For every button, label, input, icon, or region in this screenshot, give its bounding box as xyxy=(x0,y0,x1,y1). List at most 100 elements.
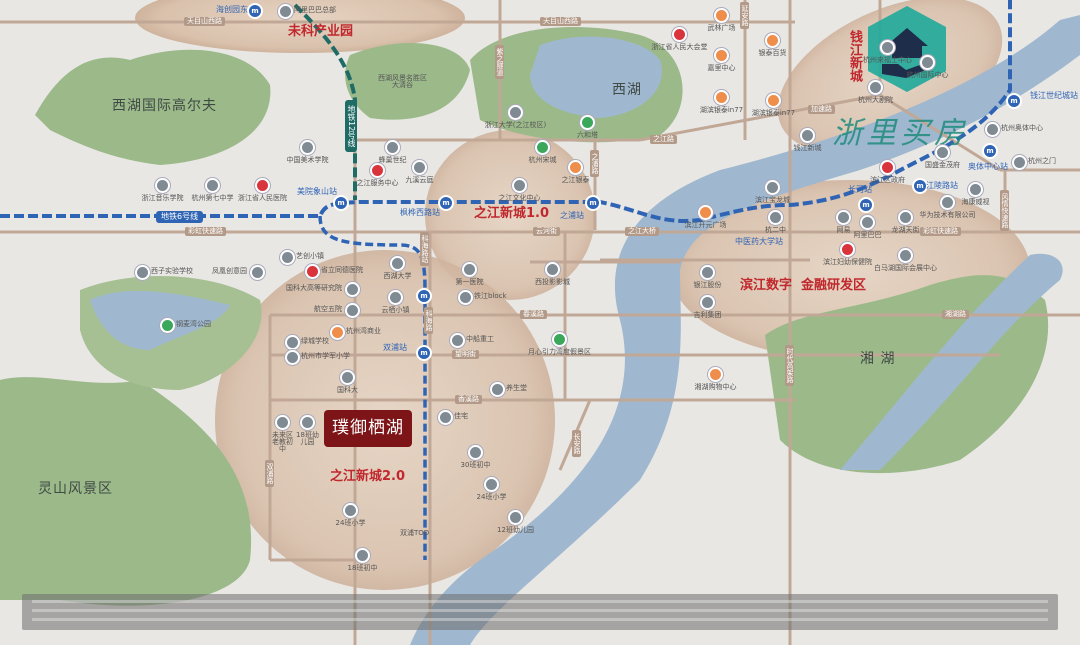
poi-marker-icon[interactable] xyxy=(330,325,345,340)
poi-marker-icon[interactable] xyxy=(545,262,560,277)
poi-marker-icon[interactable] xyxy=(205,178,220,193)
poi-marker-icon[interactable] xyxy=(580,115,595,130)
poi-marker-icon[interactable] xyxy=(250,265,265,280)
poi-marker-icon[interactable] xyxy=(552,332,567,347)
poi-marker-icon[interactable] xyxy=(135,265,150,280)
poi-marker-icon[interactable] xyxy=(940,195,955,210)
poi-marker-icon[interactable] xyxy=(490,382,505,397)
poi-marker-icon[interactable] xyxy=(385,140,400,155)
poi-marker-icon[interactable] xyxy=(343,503,358,518)
poi-marker-icon[interactable] xyxy=(285,350,300,365)
poi-marker-icon[interactable] xyxy=(765,33,780,48)
poi-label: 杭州市学军小学 xyxy=(301,352,350,360)
metro-line-12[interactable] xyxy=(293,3,357,200)
poi-label: 浙江省人民医院 xyxy=(238,194,287,202)
poi-marker-icon[interactable] xyxy=(345,303,360,318)
poi-marker-icon[interactable] xyxy=(345,282,360,297)
poi-marker-icon[interactable] xyxy=(765,180,780,195)
poi-marker-icon[interactable] xyxy=(305,264,320,279)
station-label: 海创园东 xyxy=(216,5,248,14)
station-label: 之浦站 xyxy=(560,211,584,220)
poi-marker-icon[interactable] xyxy=(714,90,729,105)
metro-station-icon[interactable]: m xyxy=(438,195,454,211)
metro-station-icon[interactable]: m xyxy=(912,178,928,194)
poi-marker-icon[interactable] xyxy=(484,477,499,492)
poi-marker-icon[interactable] xyxy=(300,415,315,430)
poi-label: 24班小学 xyxy=(476,493,507,501)
poi-marker-icon[interactable] xyxy=(714,48,729,63)
poi-marker-icon[interactable] xyxy=(898,210,913,225)
poi-marker-icon[interactable] xyxy=(468,445,483,460)
qiantang-river xyxy=(410,15,1080,645)
poi-marker-icon[interactable] xyxy=(535,140,550,155)
poi-marker-icon[interactable] xyxy=(278,4,293,19)
poi-marker-icon[interactable] xyxy=(700,295,715,310)
poi-marker-icon[interactable] xyxy=(840,242,855,257)
poi-marker-icon[interactable] xyxy=(568,160,583,175)
poi-marker-icon[interactable] xyxy=(390,256,405,271)
road-label: 加速路 xyxy=(808,105,835,114)
metro-station-icon[interactable]: m xyxy=(247,3,263,19)
poi-marker-icon[interactable] xyxy=(355,548,370,563)
poi-marker-icon[interactable] xyxy=(275,415,290,430)
poi-marker-icon[interactable] xyxy=(860,215,875,230)
metro-station-icon[interactable]: m xyxy=(416,345,432,361)
metro-station-icon[interactable]: m xyxy=(1006,93,1022,109)
poi-marker-icon[interactable] xyxy=(880,40,895,55)
road-label: 湘湖路 xyxy=(942,310,969,319)
poi-marker-icon[interactable] xyxy=(766,93,781,108)
poi-marker-icon[interactable] xyxy=(450,333,465,348)
poi-label: 湖滨银泰in77 xyxy=(699,106,744,114)
poi-marker-icon[interactable] xyxy=(968,182,983,197)
poi-marker-icon[interactable] xyxy=(462,262,477,277)
metro-line-6[interactable] xyxy=(0,0,1012,223)
poi-marker-icon[interactable] xyxy=(1012,155,1027,170)
poi-marker-icon[interactable] xyxy=(714,8,729,23)
district-binjiang: 滨江数字 金融研发区 xyxy=(740,278,867,293)
poi-marker-icon[interactable] xyxy=(880,160,895,175)
poi-marker-icon[interactable] xyxy=(280,250,295,265)
poi-marker-icon[interactable] xyxy=(340,370,355,385)
metro-station-icon[interactable]: m xyxy=(585,195,601,211)
poi-marker-icon[interactable] xyxy=(700,265,715,280)
poi-marker-icon[interactable] xyxy=(512,178,527,193)
poi-marker-icon[interactable] xyxy=(836,210,851,225)
metro-station-icon[interactable]: m xyxy=(333,195,349,211)
poi-marker-icon[interactable] xyxy=(285,335,300,350)
poi-marker-icon[interactable] xyxy=(985,122,1000,137)
poi-label: 绿城学校 xyxy=(301,337,329,345)
poi-marker-icon[interactable] xyxy=(898,248,913,263)
metro-station-icon[interactable]: m xyxy=(416,288,432,304)
metro-station-icon[interactable]: m xyxy=(858,197,874,213)
metro-station-icon[interactable]: m xyxy=(982,143,998,159)
project-badge[interactable]: 璞御栖湖 xyxy=(324,410,412,447)
poi-label: 浙江音乐学院 xyxy=(141,194,184,202)
poi-marker-icon[interactable] xyxy=(160,318,175,333)
poi-marker-icon[interactable] xyxy=(768,210,783,225)
road-label: 望明街 xyxy=(452,350,479,359)
poi-marker-icon[interactable] xyxy=(412,160,427,175)
poi-marker-icon[interactable] xyxy=(508,510,523,525)
poi-marker-icon[interactable] xyxy=(155,178,170,193)
poi-marker-icon[interactable] xyxy=(935,145,950,160)
poi-marker-icon[interactable] xyxy=(672,27,687,42)
poi-marker-icon[interactable] xyxy=(255,178,270,193)
metro-line-6-branch[interactable] xyxy=(318,215,427,560)
poi-marker-icon[interactable] xyxy=(438,410,453,425)
poi-marker-icon[interactable] xyxy=(800,128,815,143)
poi-marker-icon[interactable] xyxy=(508,105,523,120)
poi-marker-icon[interactable] xyxy=(388,290,403,305)
poi-label: 国盛金茂府 xyxy=(925,161,960,169)
poi-label: 国科大高等研究院 xyxy=(286,284,342,292)
greenery-lingshan xyxy=(0,377,252,606)
poi-marker-icon[interactable] xyxy=(708,367,723,382)
poi-marker-icon[interactable] xyxy=(300,140,315,155)
poi-marker-icon[interactable] xyxy=(698,205,713,220)
poi-marker-icon[interactable] xyxy=(868,80,883,95)
poi-label: 浙江省人民大会堂 xyxy=(651,43,708,51)
poi-label: 之江服务中心 xyxy=(356,179,399,187)
poi-marker-icon[interactable] xyxy=(370,163,385,178)
poi-label: 月心引力湾度假景区 xyxy=(528,348,591,356)
poi-marker-icon[interactable] xyxy=(458,290,473,305)
poi-marker-icon[interactable] xyxy=(920,55,935,70)
